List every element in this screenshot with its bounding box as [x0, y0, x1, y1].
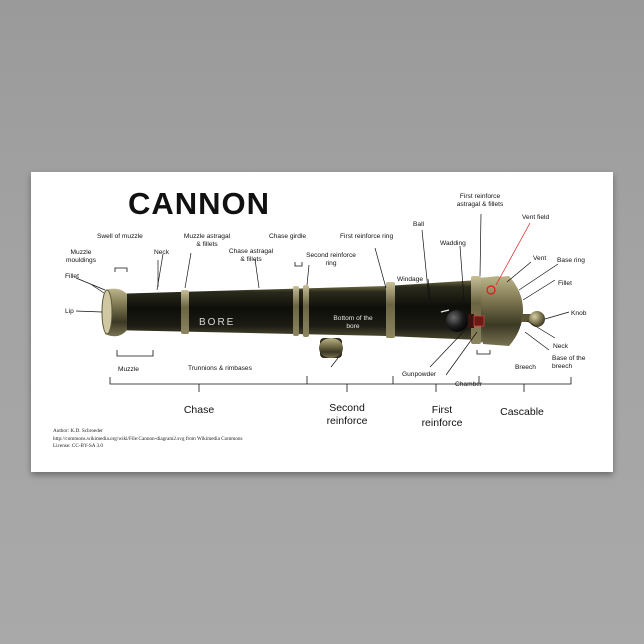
vent-field-mark [486, 285, 496, 295]
label-fillet-front: Fillet [65, 273, 79, 280]
section-chase: Chase [184, 404, 215, 416]
section-cascable: Cascable [500, 406, 544, 418]
label-ball: Ball [413, 221, 425, 228]
cascable-knob [529, 311, 545, 327]
label-windage: Windage [397, 276, 423, 283]
cannon-diagram: CANNON BORE [65, 186, 587, 429]
label-chase-girdle: Chase girdle [269, 233, 306, 240]
leader-lines [75, 213, 570, 376]
wadding-shape [468, 314, 474, 328]
label-neck-back: Neck [553, 343, 569, 350]
muzzle-face [101, 289, 113, 335]
label-wadding: Wadding [440, 240, 466, 247]
label-first-reinforce-ring: First reinforce ring [340, 233, 393, 240]
cascable-neck [521, 314, 531, 322]
label-chamber: Chamber [455, 381, 483, 388]
diagram-title: CANNON [128, 186, 270, 221]
credits: Author: K.D. Schroeder http://commons.wi… [53, 428, 243, 451]
chase-girdle-ring [303, 285, 309, 337]
label-trunnions: Trunnions & rimbases [188, 365, 253, 372]
chase-astragal-ring [293, 286, 299, 336]
muzzle-astragal-ring [181, 290, 189, 334]
credit-source: http://commons.wikimedia.org/wiki/File:C… [53, 435, 243, 442]
bore-label: BORE [199, 317, 235, 328]
label-swell-of-muzzle: Swell of muzzle [97, 233, 143, 240]
trunnion [319, 338, 343, 358]
section-bracket [109, 376, 572, 392]
poster: CANNON BORE [31, 172, 613, 472]
cannon-barrel [101, 276, 545, 346]
label-base-ring: Base ring [557, 257, 585, 264]
label-breech: Breech [515, 364, 536, 371]
gunpowder-shape [473, 315, 485, 327]
label-vent: Vent [533, 255, 546, 262]
label-muzzle: Muzzle [118, 366, 139, 373]
label-muzzle-astragal: Muzzle astragal& fillets [184, 233, 231, 248]
label-gunpowder: Gunpowder [402, 371, 437, 378]
label-vent-field: Vent field [522, 214, 549, 221]
label-chase-astragal: Chase astragal& fillets [229, 248, 274, 263]
credit-author: Author: K.D. Schroeder [53, 428, 103, 434]
label-lip: Lip [65, 308, 74, 315]
small-brackets [114, 262, 491, 357]
label-fillet-back: Fillet [558, 280, 572, 287]
ball-shape [446, 310, 468, 332]
label-knob: Knob [571, 310, 587, 317]
second-reinforce-ring [386, 282, 395, 338]
credit-license: License: CC-BY-SA 3.0 [53, 443, 103, 450]
label-neck-front: Neck [154, 249, 170, 256]
